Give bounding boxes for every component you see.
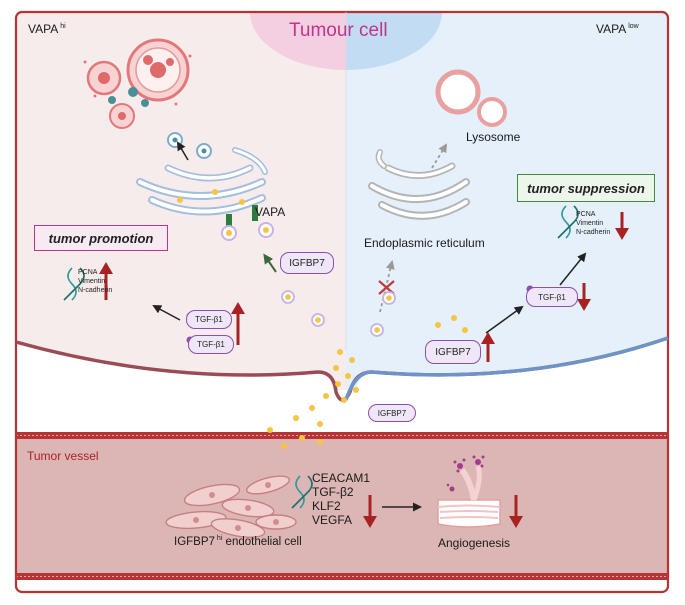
dna-helix-right [557,205,579,239]
vesicles-igfbp7-left [281,290,325,327]
lysosome-cluster-left [83,38,192,129]
arrow-igfbp7-to-tgf-right [485,305,524,334]
endoplasmic-reticulum-label: Endoplasmic reticulum [364,236,485,250]
secreted-igfbp7-dots [267,349,359,449]
vapa-proteins [221,205,274,241]
arrow-igfbp7-to-vapa [263,253,277,273]
cell-dome-right [346,12,442,70]
arrow-to-lysosome-left [176,141,189,161]
background-panels [16,12,668,592]
tgf-beta1-pill-right: TGF-β1 [526,287,578,307]
tgf-beta1-pill-left-top: TGF-β1 [186,310,232,329]
tgf-beta1-pill-left-bottom: TGF-β1 [188,335,234,354]
golgi-left [136,147,268,216]
vapa-label: VAPA [255,205,286,219]
arrow-tgf-to-genes-right [559,252,587,286]
igfbp7-dots-golgi [177,189,245,205]
arrow-tgf-to-genes-left [152,305,181,321]
vessel-band [16,432,668,580]
vessel-genes: CEACAM1 TGF-β2 KLF2 VEGFA [312,471,371,527]
angiogenesis-illustration [437,455,501,528]
cell-dome-left [250,12,346,70]
outer-frame [14,10,670,594]
dna-helix-left [63,267,85,301]
angiogenesis-label: Angiogenesis [438,536,511,550]
tumor-vessel-label: Tumor vessel [27,449,99,463]
tumor-promotion-box: tumor promotion [34,225,168,251]
tumour-cell-title: Tumour cell [289,20,388,41]
vesicles-left [167,132,212,159]
membrane-right [344,336,669,401]
igfbp7-pill-secreted: IGFBP7 [368,404,416,422]
vesicles-right [370,291,396,337]
igfbp7-pill-left: IGFBP7 [280,252,334,274]
tumor-suppression-box: tumor suppression [517,174,655,202]
igfbp7-dots-right [435,315,468,333]
er-right [368,149,470,220]
dashed-arrow-to-lysosome [431,143,448,169]
igfbp7-pill-right: IGFBP7 [425,340,481,364]
lysosome-label: Lysosome [466,130,521,144]
dna-helix-vessel [291,475,313,509]
lysosome-right [435,69,507,127]
